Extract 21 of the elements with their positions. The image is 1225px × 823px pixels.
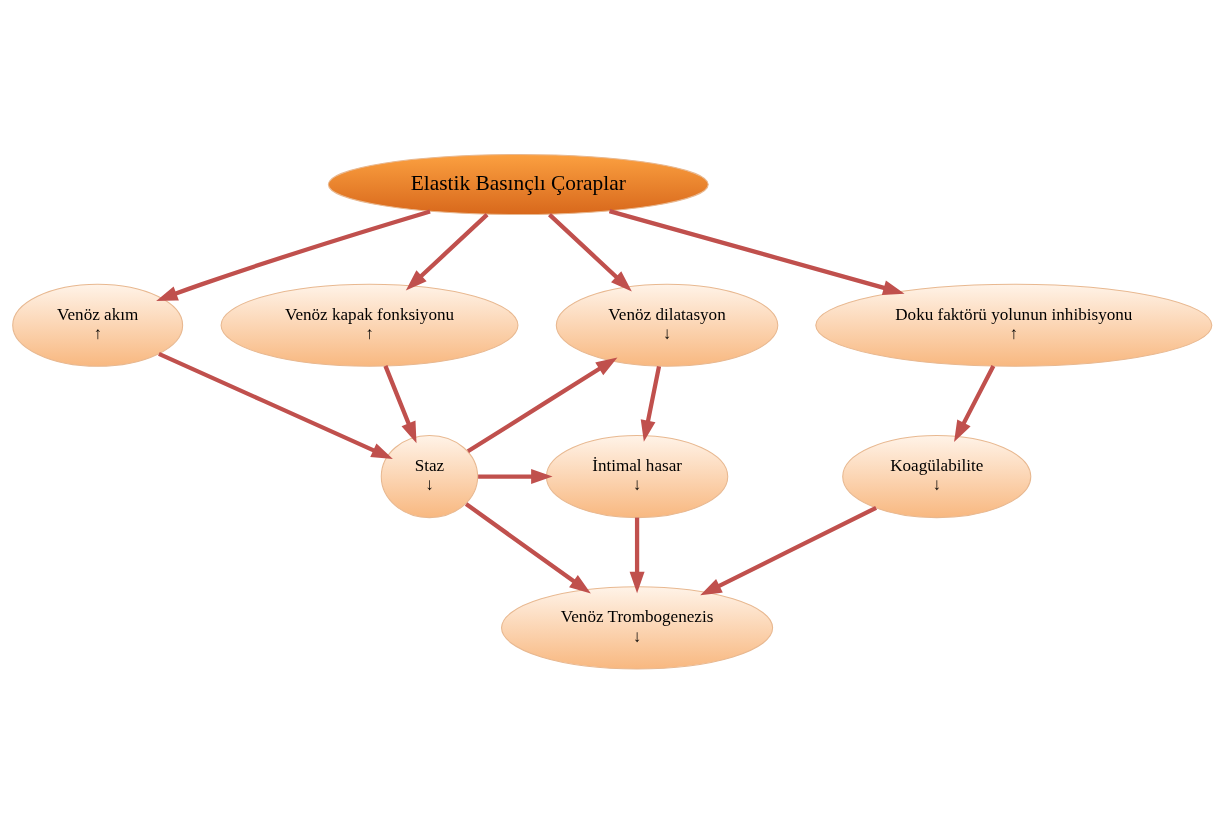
node-ellipse: Elastik Basınçlı Çoraplar: [327, 153, 709, 216]
node-ellipse: Venöz dilatasyon ↓: [555, 283, 779, 367]
arrow: [700, 505, 878, 596]
arrow: [464, 502, 591, 594]
arrow: [640, 365, 662, 442]
node-ellipse: İntimal hasar ↓: [545, 434, 729, 519]
node-ellipse: Koagülabilite ↓: [842, 434, 1032, 519]
arrow: [383, 365, 417, 444]
arrow: [156, 209, 431, 301]
arrow: [158, 351, 393, 460]
arrow: [954, 364, 996, 442]
node-ellipse: Doku faktörü yolunun inhibisyonu ↑: [815, 283, 1213, 367]
arrow: [478, 469, 553, 485]
node-ellipse: Venöz Trombogenezis ↓: [501, 586, 774, 670]
arrow: [405, 213, 489, 291]
arrow: [548, 213, 632, 292]
arrow: [629, 517, 645, 594]
node-ellipse: Venöz kapak fonksiyonu ↑: [220, 283, 519, 367]
node-ellipse: Staz ↓: [380, 434, 479, 519]
arrow: [466, 357, 618, 454]
arrow: [608, 209, 905, 296]
